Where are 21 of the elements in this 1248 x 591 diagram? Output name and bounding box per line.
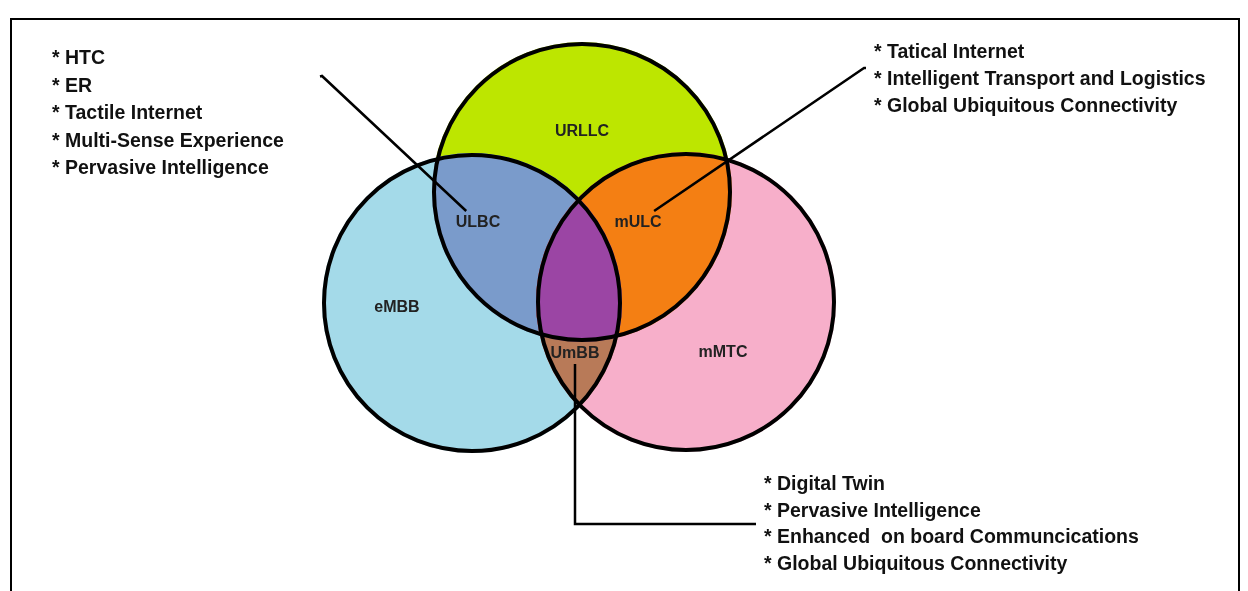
region-label: eMBB (371, 296, 423, 318)
list-item: * Pervasive Intelligence (52, 155, 270, 180)
list-item: * ER (52, 72, 94, 98)
list-item: * Digital Twin (764, 471, 886, 496)
list-item: * Tactile Internet (52, 100, 204, 125)
list-item: * Intelligent Transport and Logistics (874, 66, 1207, 91)
list-item: * Enhanced on board Communcications (764, 524, 1140, 549)
region-label: UmBB (549, 342, 601, 364)
list-item: * Global Ubiquitous Connectivity (764, 550, 1069, 576)
list-item: * HTC (52, 45, 107, 70)
region-label: mMTC (695, 341, 751, 363)
region-label: URLLC (550, 120, 614, 142)
list-item: * Multi-Sense Experience (52, 127, 285, 153)
list-item: * Tatical Internet (874, 39, 1026, 64)
region-label: mULC (612, 211, 664, 233)
leader-line (319, 74, 468, 212)
list-item: * Global Ubiquitous Connectivity (874, 93, 1179, 118)
region-label: ULBC (452, 211, 504, 233)
leader-line (653, 66, 867, 213)
list-item: * Pervasive Intelligence (764, 497, 982, 523)
leader-line (573, 364, 756, 526)
